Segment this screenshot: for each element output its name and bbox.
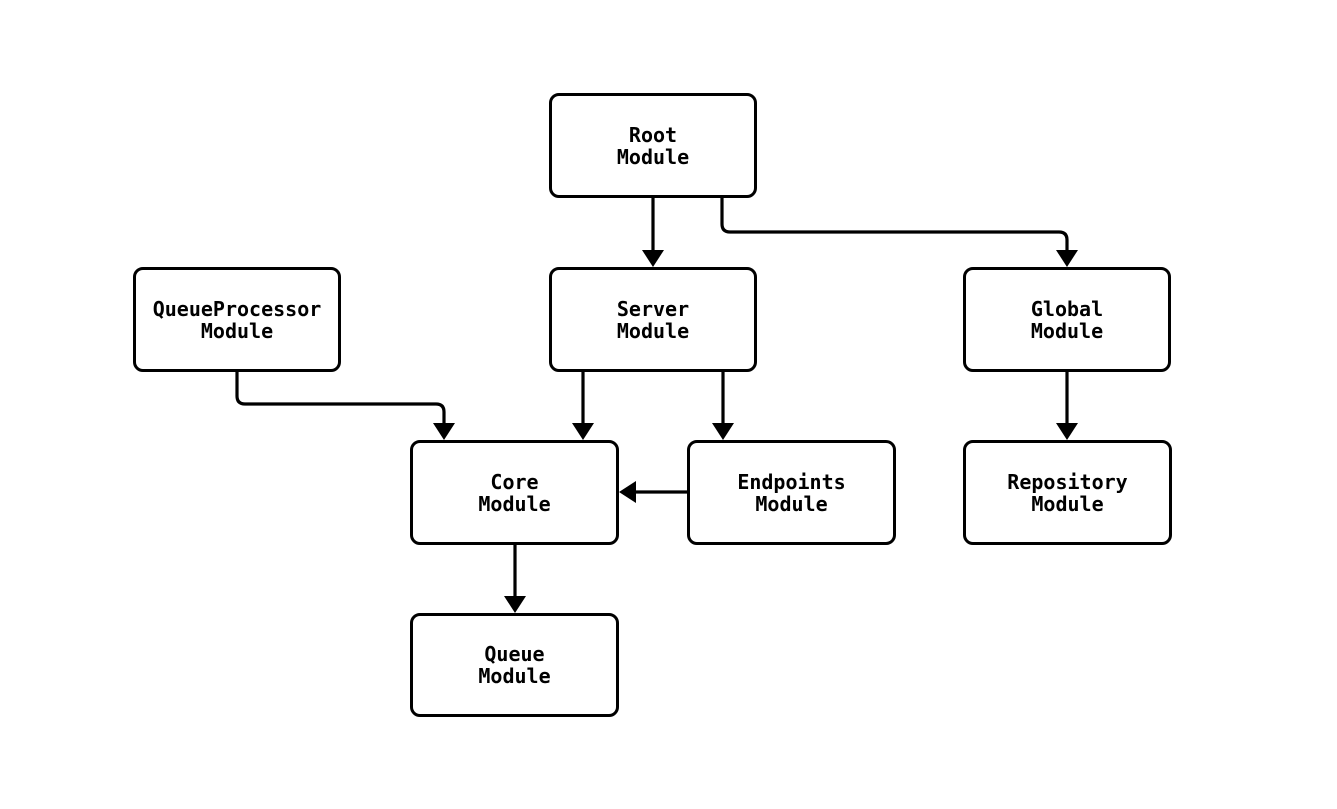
arrowhead-icon: [712, 423, 734, 440]
node-label-line: Module: [616, 318, 690, 343]
node-label-line: Server: [616, 296, 690, 321]
edge-global-to-repository: [1056, 372, 1078, 440]
node-label-line: Module: [478, 664, 551, 688]
edge-endpoints-to-core: [619, 481, 687, 503]
node-label-line: QueueProcessor: [152, 296, 322, 321]
arrowhead-icon: [572, 423, 594, 440]
edge-line: [235, 372, 446, 424]
arrowhead-icon: [1056, 250, 1078, 267]
edge-root-to-server: [642, 198, 664, 267]
edge-queueprocessor-to-core: [235, 372, 455, 440]
node-label-line: Module: [1031, 491, 1104, 516]
edge-core-to-queue: [504, 545, 526, 613]
node-label-line: Repository: [1007, 469, 1128, 494]
node-label-line: Global: [1030, 296, 1104, 321]
node-label-line: Root: [628, 122, 678, 147]
edge-root-to-global: [720, 198, 1078, 267]
edge-server-to-core: [572, 372, 594, 440]
node-label-line: Queue: [484, 642, 545, 666]
edge-server-to-endpoints: [712, 372, 734, 440]
node-label-line: Core: [490, 469, 539, 494]
arrowhead-icon: [433, 423, 455, 440]
arrowhead-icon: [1056, 423, 1078, 440]
arrowhead-icon: [619, 481, 636, 503]
arrowhead-icon: [504, 596, 526, 613]
arrowhead-icon: [642, 250, 664, 267]
node-label-line: Module: [1030, 318, 1104, 343]
node-label-line: Endpoints: [737, 469, 846, 494]
node-label-line: Module: [755, 491, 828, 516]
node-label-line: Module: [478, 491, 551, 516]
node-label-line: Module: [200, 318, 274, 343]
edge-line: [720, 198, 1069, 251]
node-label-line: Module: [616, 144, 690, 169]
